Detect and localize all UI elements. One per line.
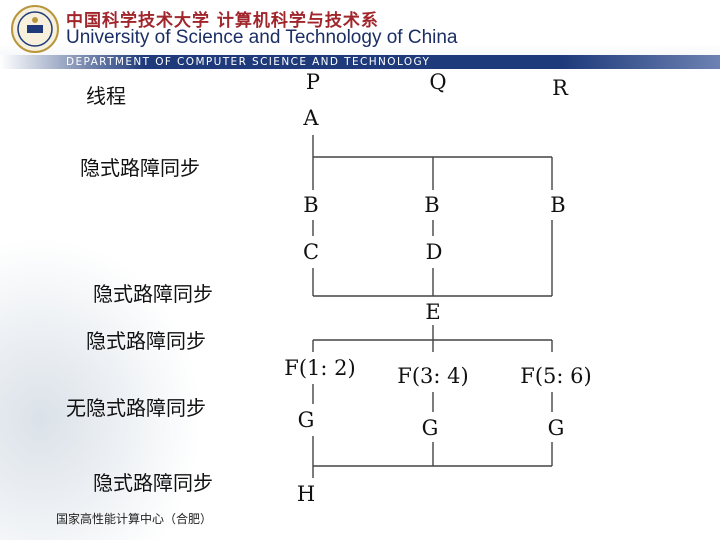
node-c: C (302, 240, 320, 264)
node-h: H (296, 482, 316, 506)
implicit-barrier-label: 隐式路障同步 (86, 329, 206, 353)
node-f: F(5: 6) (520, 364, 592, 388)
node-e: E (425, 300, 441, 324)
university-name-en: University of Science and Technology of … (66, 27, 458, 48)
department-name-en: DEPARTMENT OF COMPUTER SCIENCE AND TECHN… (66, 56, 431, 68)
thread-r: R (552, 76, 568, 100)
node-g: G (547, 416, 565, 440)
implicit-barrier-label: 隐式路障同步 (93, 471, 213, 495)
node-d: D (425, 240, 443, 264)
thread-label: 线程 (86, 84, 126, 108)
header-band (0, 55, 720, 69)
slide-header (0, 0, 720, 62)
university-name-cn: 中国科学技术大学 计算机科学与技术系 (66, 11, 379, 31)
footer-text: 国家高性能计算中心（合肥） (56, 512, 213, 526)
node-g: G (421, 416, 439, 440)
no-implicit-barrier-label: 无隐式路障同步 (66, 396, 206, 420)
node-f: F(3: 4) (397, 364, 469, 388)
thread-q: Q (429, 70, 447, 94)
node-f: F(1: 2) (284, 356, 356, 380)
university-seal-icon (11, 5, 59, 53)
node-b: B (424, 193, 440, 217)
implicit-barrier-label: 隐式路障同步 (93, 282, 213, 306)
node-b: B (550, 193, 566, 217)
node-a: A (303, 106, 319, 130)
implicit-barrier-label: 隐式路障同步 (80, 156, 200, 180)
node-g: G (297, 408, 315, 432)
node-b: B (303, 193, 319, 217)
thread-p: P (305, 70, 321, 94)
